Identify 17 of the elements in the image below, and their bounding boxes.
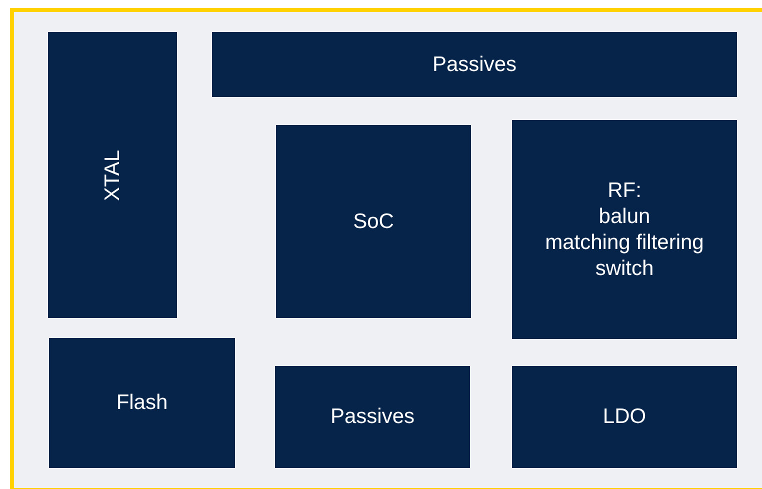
- block-label: XTAL: [100, 150, 124, 200]
- block-label: balun: [598, 204, 650, 230]
- component-block: [276, 125, 471, 318]
- component-block: [275, 366, 470, 468]
- component-block: [212, 32, 737, 97]
- block-label: matching filtering: [545, 230, 704, 256]
- block-label: LDO: [602, 404, 646, 430]
- block-label: Flash: [116, 390, 168, 416]
- block-label: switch: [595, 256, 654, 282]
- component-block: [512, 366, 737, 468]
- block-label: Passives: [330, 404, 415, 430]
- block-label: SoC: [353, 208, 394, 234]
- block-label: Passives: [432, 52, 517, 78]
- component-block: [49, 338, 235, 468]
- block-heading: RF:: [608, 178, 642, 204]
- component-block: [48, 32, 177, 318]
- component-block: [512, 120, 737, 339]
